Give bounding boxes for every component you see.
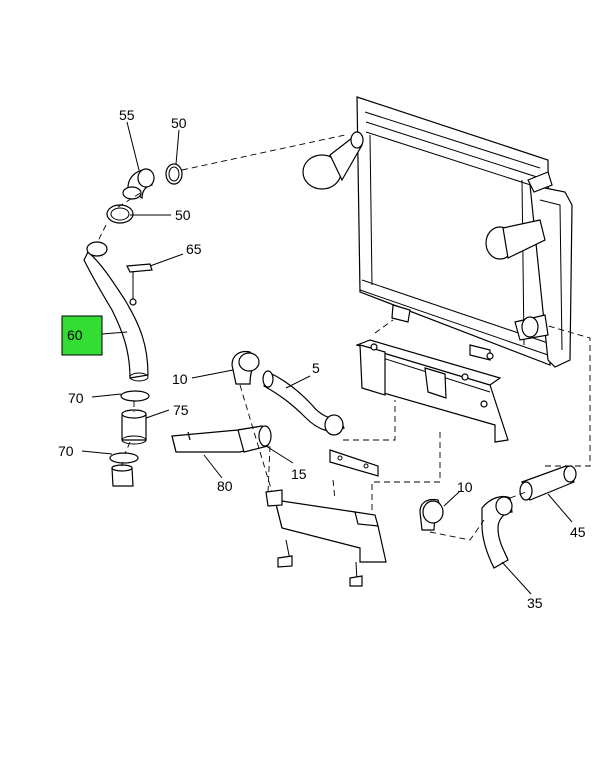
crossmember-bracket — [355, 339, 509, 443]
callout-70-upper[interactable]: 70 — [68, 390, 84, 406]
clamp-70-lower — [109, 452, 139, 464]
callout-5[interactable]: 5 — [312, 360, 320, 376]
assembly-lines — [96, 134, 591, 541]
bracket-65 — [126, 263, 153, 306]
callout-10-lower[interactable]: 10 — [457, 479, 473, 495]
coupler-15 — [237, 425, 272, 453]
elbow-hose-55 — [122, 168, 155, 200]
callout-50-upper[interactable]: 50 — [171, 115, 187, 131]
hose-35 — [481, 495, 513, 569]
hose-45 — [519, 465, 577, 501]
tube-60 — [83, 241, 149, 382]
callout-65[interactable]: 65 — [186, 241, 202, 257]
elbow-10-lower — [419, 498, 444, 531]
callout-75[interactable]: 75 — [173, 402, 189, 418]
lower-housing — [265, 489, 387, 587]
callout-60[interactable]: 60 — [67, 327, 83, 343]
hose-5 — [262, 370, 345, 436]
radiator-assembly — [302, 96, 573, 368]
callout-10-upper[interactable]: 10 — [172, 371, 188, 387]
part-60-highlight[interactable] — [61, 315, 103, 356]
coupler-75 — [121, 409, 147, 445]
elbow-10-upper — [231, 350, 260, 385]
callout-15[interactable]: 15 — [291, 466, 307, 482]
pipe-fitting-bottom — [111, 464, 134, 487]
callout-labels: 55 50 50 65 60 70 75 70 10 5 80 15 10 45… — [58, 107, 586, 611]
clamp-50-lower — [106, 204, 134, 224]
callout-50-lower[interactable]: 50 — [175, 207, 191, 223]
callout-80[interactable]: 80 — [217, 478, 233, 494]
leader-lines — [81, 121, 573, 595]
callout-70-lower[interactable]: 70 — [58, 443, 74, 459]
clamp-70-upper — [120, 390, 150, 402]
callout-55[interactable]: 55 — [119, 107, 135, 123]
callout-35[interactable]: 35 — [527, 595, 543, 611]
bracket-small — [329, 449, 379, 477]
clamp-50-upper — [165, 163, 183, 185]
callout-45[interactable]: 45 — [570, 524, 586, 540]
